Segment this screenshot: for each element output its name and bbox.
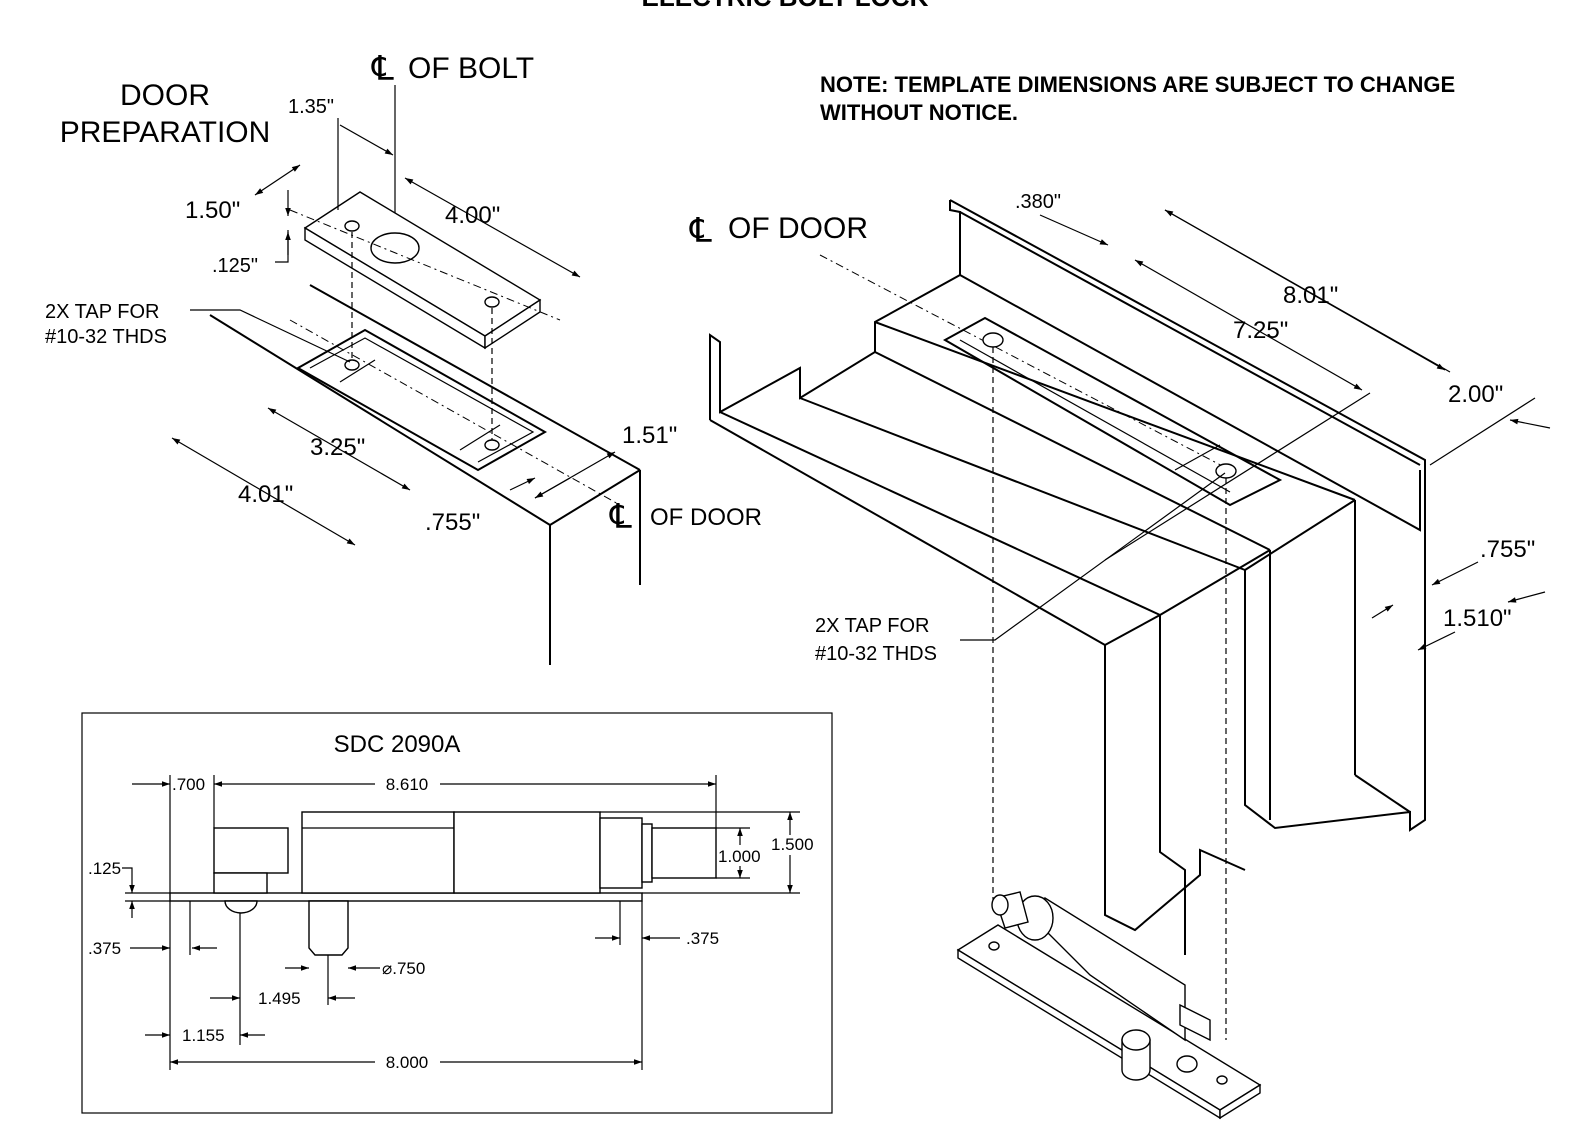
dim-0-125: .125" [212,255,258,277]
frame-tap-hole-2 [1215,463,1237,479]
tap-hole-1 [344,359,360,371]
dim-3-25: 3.25" [310,434,365,461]
centerline-symbol-door: ℄ [609,498,632,536]
strike-plate-top [303,191,542,337]
side-dim-1-155: 1.155 [182,1026,225,1045]
frame-tap-hole-1 [982,332,1004,348]
side-dim-0-125: .125 [88,859,121,878]
frame-tap-callout-2: #10-32 THDS [815,643,937,665]
bolt-hole [370,232,420,264]
frame-preparation-view: ℄ OF DOOR 2X TAP FOR #10-32 THDS [689,191,1551,1040]
drawing-title: ELECTRIC BOLT LOCK [642,0,929,12]
dim-1-35: 1.35" [288,96,334,118]
cl-bolt-label: OF BOLT [408,52,534,85]
frame-dim-8-01: 8.01" [1283,282,1338,309]
frame-dim-0-755: .755" [1480,536,1535,563]
frame-dim-2-00: 2.00" [1448,381,1503,408]
frame-dim-0-380: .380" [1015,191,1061,213]
tap-hole-2 [484,439,500,451]
side-dim-8-000: 8.000 [386,1053,429,1072]
cl-door-label: OF DOOR [650,504,762,531]
door-prep-title-1: DOOR [120,79,210,112]
side-housing-left [213,827,289,874]
side-bolt-head [651,827,717,879]
side-view-frame [81,712,833,1114]
note-line-2: WITHOUT NOTICE. [820,100,1018,125]
model-label: SDC 2090A [334,731,461,758]
side-view-panel: SDC 2090A .700 8.610 1.000 [81,712,833,1114]
screw-hole-1 [344,220,360,232]
frame-channel-outline-a [709,200,961,420]
dim-1-51: 1.51" [622,422,677,449]
side-bolt [308,900,349,956]
mortise-pocket [295,328,548,472]
side-main-body [301,811,455,894]
centerline-symbol-frame: ℄ [689,212,712,250]
dim-4-00: 4.00" [445,202,500,229]
note-line-1: NOTE: TEMPLATE DIMENSIONS ARE SUBJECT TO… [820,72,1455,97]
frame-mortise [942,316,1283,507]
screw-hole-2 [484,296,500,308]
electric-bolt-lock-iso [956,891,1262,1120]
centerline-symbol: ℄ [371,50,394,88]
side-dim-0-700: .700 [172,775,205,794]
side-dim-1-495: 1.495 [258,989,301,1008]
frame-channel-outline-b [949,199,1426,832]
side-plate [169,892,643,902]
dim-1-50: 1.50" [185,197,240,224]
dim-4-01: 4.01" [238,481,293,508]
side-dim-dia-0-750: ⌀.750 [382,959,425,978]
tap-callout-1: 2X TAP FOR [45,301,159,323]
frame-tap-callout-1: 2X TAP FOR [815,615,929,637]
tap-callout-2: #10-32 THDS [45,326,167,348]
side-dim-0-375-left: .375 [88,939,121,958]
side-dim-1-500: 1.500 [771,835,814,854]
side-dim-8-610: 8.610 [386,775,429,794]
dim-0-755: .755" [425,509,480,536]
frame-dim-7-25: 7.25" [1233,317,1288,344]
door-prep-title-2: PREPARATION [60,116,271,149]
frame-dim-1-510: 1.510" [1443,605,1512,632]
door-edge-back [309,284,641,471]
lock-bolt [1121,1039,1151,1081]
door-preparation-view: DOOR PREPARATION ℄ OF BOLT ℄ OF DO [45,50,762,665]
frame-cl-door-label: OF DOOR [728,212,868,245]
side-dim-1-000: 1.000 [718,847,761,866]
side-dim-0-375-right: .375 [686,929,719,948]
